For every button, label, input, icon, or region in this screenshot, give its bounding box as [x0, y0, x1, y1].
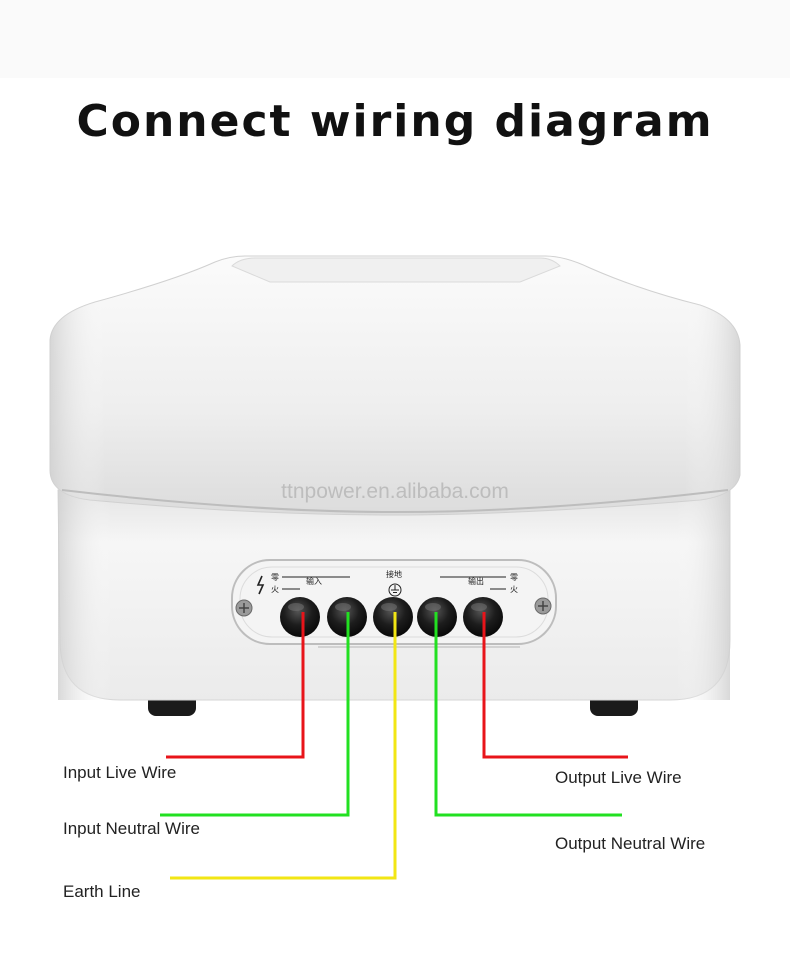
panel-live-mark-left: 火 [271, 585, 279, 594]
lightning-icon [256, 575, 265, 595]
earth-wire [170, 612, 397, 880]
page-title: Connect wiring diagram [76, 96, 714, 147]
watermark-text: ttnpower.en.alibaba.com [281, 480, 509, 503]
panel-earth-label: 接地 [386, 569, 402, 579]
output-live-wire [482, 612, 628, 759]
top-band [0, 0, 790, 78]
terminal-earth [373, 597, 413, 637]
label-output-live: Output Live Wire [555, 768, 682, 787]
panel-output-label: 输出 [468, 576, 484, 586]
label-output-neutral: Output Neutral Wire [555, 834, 706, 853]
label-earth: Earth Line [63, 882, 141, 901]
panel-live-mark-right: 火 [510, 585, 518, 594]
left-screw [235, 599, 253, 617]
right-screw [534, 597, 552, 615]
panel-neutral-mark-right: 零 [510, 573, 518, 582]
panel-neutral-mark-left: 零 [271, 573, 279, 582]
panel-input-label: 输入 [306, 576, 322, 586]
label-input-live: Input Live Wire [63, 763, 177, 782]
label-input-neutral: Input Neutral Wire [63, 819, 200, 838]
earth-icon [388, 583, 402, 597]
input-neutral-wire [160, 612, 350, 817]
input-live-wire [166, 612, 305, 759]
terminal-input-live [280, 597, 320, 637]
output-neutral-wire [434, 612, 622, 817]
display-window [231, 257, 561, 283]
